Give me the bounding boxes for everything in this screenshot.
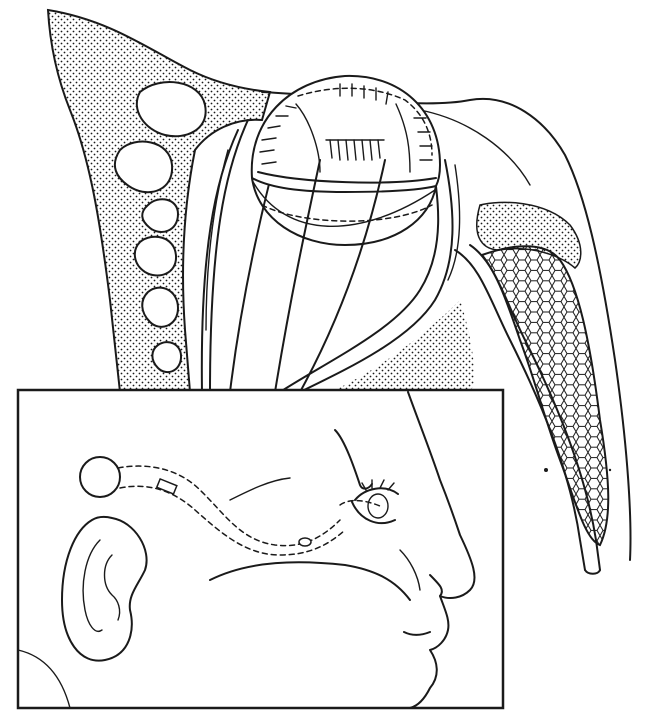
scan-speck bbox=[544, 468, 548, 472]
nerve-end bbox=[585, 570, 600, 574]
connector-node bbox=[299, 538, 311, 546]
inset-face-panel bbox=[18, 390, 503, 708]
inferior-stipple bbox=[330, 300, 474, 392]
spherical-implant bbox=[252, 76, 440, 245]
scan-speck bbox=[609, 469, 611, 471]
